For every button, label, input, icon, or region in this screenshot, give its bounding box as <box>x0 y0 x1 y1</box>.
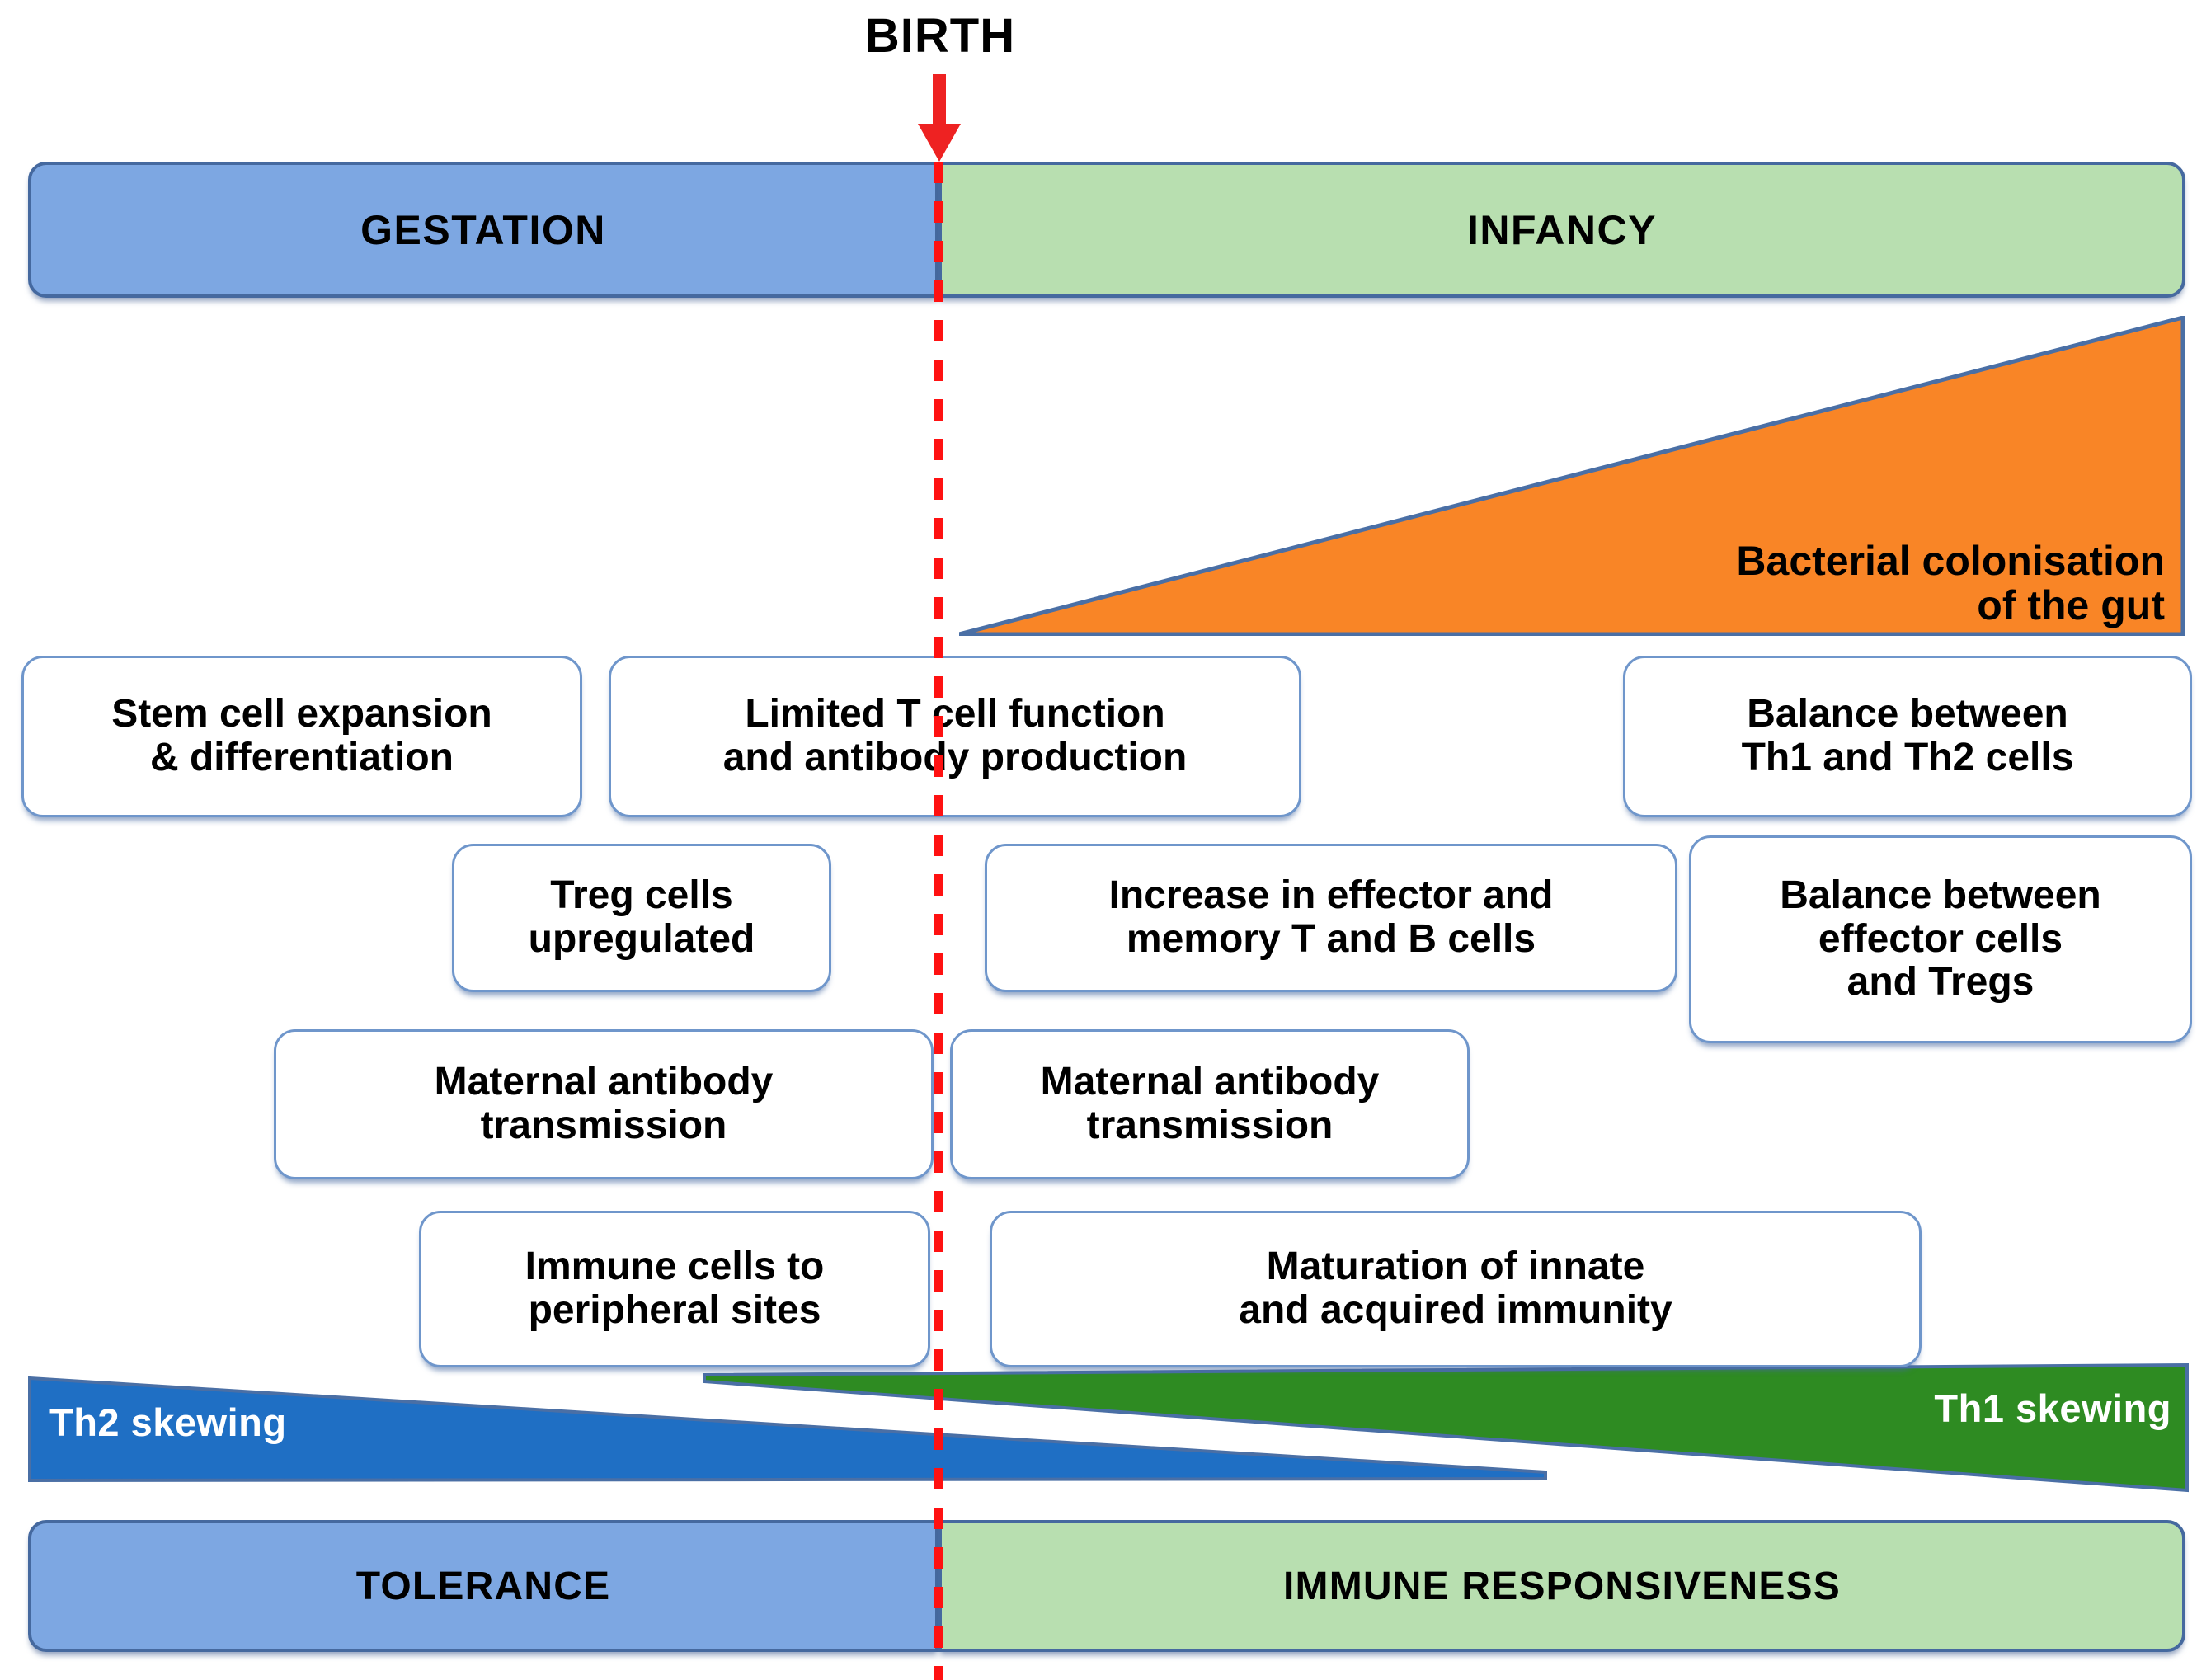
treg-line-1: Treg cells <box>550 873 733 918</box>
skewing-wedges <box>28 1357 2189 1507</box>
maturation-line-2: and acquired immunity <box>1239 1288 1672 1332</box>
outcome-bar-immune-responsiveness: IMMUNE RESPONSIVENESS <box>938 1520 2185 1652</box>
info-box-treg-upregulated: Treg cells upregulated <box>452 844 831 992</box>
maternal-ab-left-line-2: transmission <box>480 1104 727 1147</box>
bacterial-colonisation-label: Bacterial colonisation of the gut <box>1505 539 2165 628</box>
colonisation-line-1: Bacterial colonisation <box>1736 538 2165 584</box>
treg-line-2: upregulated <box>528 917 755 961</box>
immune-peripheral-line-1: Immune cells to <box>525 1245 825 1289</box>
balance-eff-treg-line-3: and Tregs <box>1846 960 2035 1005</box>
stem-cell-line-1: Stem cell expansion <box>111 692 492 736</box>
phase-bar-gestation: GESTATION <box>28 162 938 298</box>
maturation-line-1: Maturation of innate <box>1266 1245 1645 1289</box>
limited-t-cell-line-2: and antibody production <box>722 736 1188 779</box>
info-box-maternal-antibody-gestation: Maternal antibody transmission <box>274 1029 934 1179</box>
birth-dashed-divider <box>934 162 943 1680</box>
maternal-ab-right-line-1: Maternal antibody <box>1040 1060 1380 1104</box>
info-box-increase-effector: Increase in effector and memory T and B … <box>985 844 1677 992</box>
th1-skewing-wedge <box>703 1362 2189 1493</box>
phase-infancy-label: INFANCY <box>1467 206 1657 253</box>
maternal-ab-right-line-2: transmission <box>1086 1104 1334 1147</box>
immune-peripheral-line-2: peripheral sites <box>528 1288 821 1332</box>
colonisation-line-2: of the gut <box>1977 581 2165 628</box>
maternal-ab-left-line-1: Maternal antibody <box>434 1060 774 1104</box>
info-box-immune-cells-peripheral: Immune cells to peripheral sites <box>419 1211 930 1367</box>
balance-eff-treg-line-2: effector cells <box>1818 916 2063 961</box>
birth-label: BIRTH <box>864 9 1016 63</box>
phase-bar-infancy: INFANCY <box>938 162 2185 298</box>
balance-th1-th2-line-2: Th1 and Th2 cells <box>1741 736 2074 779</box>
info-box-limited-t-cell: Limited T cell function and antibody pro… <box>609 656 1301 817</box>
info-box-balance-effector-tregs: Balance between effector cells and Tregs <box>1689 835 2192 1043</box>
stem-cell-line-2: & differentiation <box>149 736 454 779</box>
bacterial-colonisation-wedge: Bacterial colonisation of the gut <box>959 316 2185 636</box>
phase-gestation-label: GESTATION <box>360 206 606 253</box>
th2-skewing-label: Th2 skewing <box>49 1400 287 1444</box>
info-box-maternal-antibody-infancy: Maternal antibody transmission <box>950 1029 1470 1179</box>
outcome-tolerance-label: TOLERANCE <box>355 1564 611 1608</box>
info-box-stem-cell: Stem cell expansion & differentiation <box>21 656 582 817</box>
outcome-bar-tolerance: TOLERANCE <box>28 1520 938 1652</box>
increase-effector-line-2: memory T and B cells <box>1126 917 1536 961</box>
balance-th1-th2-line-1: Balance between <box>1747 692 2068 736</box>
increase-effector-line-1: Increase in effector and <box>1108 873 1554 918</box>
info-box-balance-th1-th2: Balance between Th1 and Th2 cells <box>1623 656 2192 817</box>
limited-t-cell-line-1: Limited T cell function <box>745 692 1165 736</box>
birth-arrow-head-icon <box>918 124 961 162</box>
outcome-responsive-label: IMMUNE RESPONSIVENESS <box>1283 1564 1841 1608</box>
balance-eff-treg-line-1: Balance between <box>1780 873 2101 917</box>
th1-skewing-label: Th1 skewing <box>1934 1386 2171 1430</box>
info-box-maturation-immunity: Maturation of innate and acquired immuni… <box>990 1211 1922 1367</box>
th2-skewing-wedge <box>28 1376 1547 1483</box>
